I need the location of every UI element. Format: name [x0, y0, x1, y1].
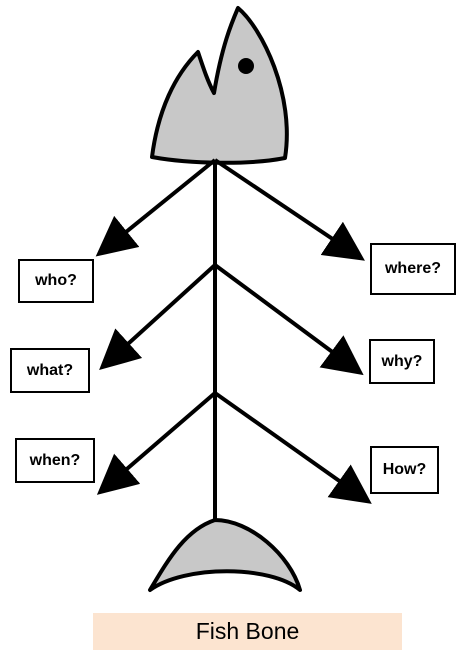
where-label: where?	[370, 243, 456, 295]
bone-where	[213, 158, 365, 261]
how-label: How?	[370, 446, 439, 494]
fish-eye	[238, 58, 254, 74]
fish-head	[150, 6, 289, 165]
fish-tail	[148, 518, 302, 592]
who-label: who?	[18, 259, 94, 303]
what-label: what?	[10, 348, 90, 393]
diagram-caption: Fish Bone	[93, 613, 402, 650]
bone-how	[213, 391, 372, 504]
when-label: when?	[15, 438, 95, 483]
bone-when	[96, 391, 217, 495]
bone-who	[95, 158, 217, 257]
bone-why	[213, 263, 364, 376]
bone-what	[99, 263, 217, 371]
why-label: why?	[369, 339, 435, 384]
